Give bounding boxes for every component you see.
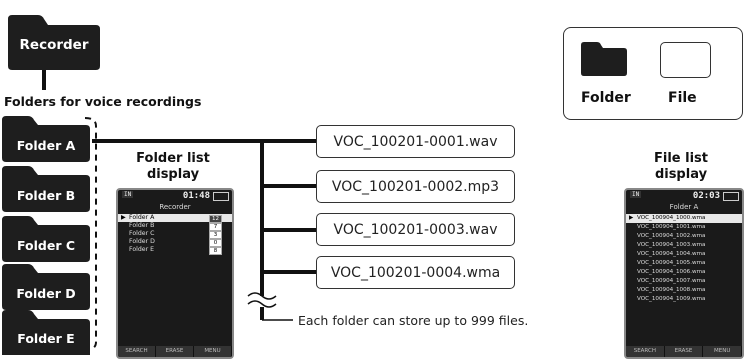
recorder-folder: Recorder <box>8 15 100 70</box>
section-label: Folders for voice recordings <box>4 94 202 109</box>
screen-title: Folder A <box>669 203 699 211</box>
file-name: VOC_100201-0002.mp3 <box>331 178 500 195</box>
caption-line2: display <box>146 167 200 182</box>
caption-line1: Folder list <box>136 151 210 166</box>
screen-title: Recorder <box>159 203 191 211</box>
status-bar: IN 01:48 <box>118 191 232 203</box>
folder-icon <box>2 166 90 212</box>
search-softkey[interactable]: SEARCH <box>626 346 665 357</box>
menu-softkey[interactable]: MENU <box>703 346 742 357</box>
folder-c: Folder C <box>2 216 90 262</box>
time-readout: 02:03 <box>692 191 720 201</box>
list-item[interactable]: VOC_100904_1001.wma <box>637 224 706 230</box>
erase-softkey[interactable]: ERASE <box>664 346 704 357</box>
folder-icon <box>581 42 627 76</box>
file-list-display-caption: File list display <box>620 151 742 183</box>
status-in: IN <box>122 191 134 198</box>
status-in: IN <box>630 191 642 198</box>
caption-line1: File list <box>654 151 708 166</box>
folder-b: Folder B <box>2 166 90 212</box>
file-name: VOC_100201-0003.wav <box>333 221 498 238</box>
file-box-2: VOC_100201-0002.mp3 <box>316 170 515 203</box>
list-item[interactable]: VOC_100904_1006.wma <box>637 269 706 275</box>
time-readout: 01:48 <box>182 191 210 201</box>
folder-label: Folder B <box>16 188 76 203</box>
list-item[interactable]: VOC_100904_1004.wma <box>637 251 706 257</box>
list-item[interactable]: VOC_100904_1002.wma <box>637 233 706 239</box>
softkey-bar: SEARCH ERASE MENU <box>118 346 232 357</box>
folder-label: Folder C <box>16 238 76 253</box>
play-arrow-icon: ▶ <box>121 214 126 221</box>
legend-box: Folder File <box>563 27 743 120</box>
folder-label: Folder E <box>17 331 75 346</box>
file-name: VOC_100201-0001.wav <box>333 133 498 150</box>
file-box-3: VOC_100201-0003.wav <box>316 213 515 246</box>
status-bar: IN 02:03 <box>626 191 742 203</box>
folder-icon <box>8 15 100 70</box>
folder-a: Folder A <box>2 116 90 162</box>
folder-label: Folder D <box>16 286 76 301</box>
folder-icon <box>2 116 90 162</box>
screen-file-list: ▶VOC_100904_1000.wma VOC_100904_1001.wma… <box>626 214 742 304</box>
folder-e: Folder E <box>2 310 90 355</box>
capacity-note: Each folder can store up to 999 files. <box>298 313 529 328</box>
folder-list-display-caption: Folder list display <box>118 151 228 183</box>
legend-folder-label: Folder <box>581 90 631 106</box>
legend-file-label: File <box>668 90 697 106</box>
erase-softkey[interactable]: ERASE <box>156 346 194 357</box>
list-item[interactable]: VOC_100904_1005.wma <box>637 260 706 266</box>
list-item[interactable]: ▶VOC_100904_1000.wma <box>626 214 742 223</box>
recorder-label: Recorder <box>19 37 89 53</box>
list-item[interactable]: VOC_100904_1003.wma <box>637 242 706 248</box>
file-name: VOC_100201-0004.wma <box>330 264 501 281</box>
folder-icon <box>2 310 90 355</box>
caption-line2: display <box>654 167 708 182</box>
folder-icon <box>2 264 90 310</box>
list-item[interactable]: VOC_100904_1008.wma <box>637 287 706 293</box>
softkey-bar: SEARCH ERASE MENU <box>626 346 742 357</box>
play-arrow-icon: ▶ <box>629 215 634 221</box>
folder-icon <box>2 216 90 262</box>
list-item[interactable]: VOC_100904_1007.wma <box>637 278 706 284</box>
battery-icon <box>723 192 739 201</box>
file-list-screen: IN 02:03 Folder A ▶VOC_100904_1000.wma V… <box>624 188 744 359</box>
file-box-1: VOC_100201-0001.wav <box>316 125 515 158</box>
folder-d: Folder D <box>2 264 90 310</box>
file-box-4: VOC_100201-0004.wma <box>316 256 515 289</box>
battery-icon <box>213 192 229 201</box>
menu-softkey[interactable]: MENU <box>194 346 232 357</box>
file-icon <box>660 42 711 78</box>
search-softkey[interactable]: SEARCH <box>118 346 156 357</box>
folder-label: Folder A <box>16 138 76 153</box>
list-item[interactable]: VOC_100904_1009.wma <box>637 296 706 302</box>
